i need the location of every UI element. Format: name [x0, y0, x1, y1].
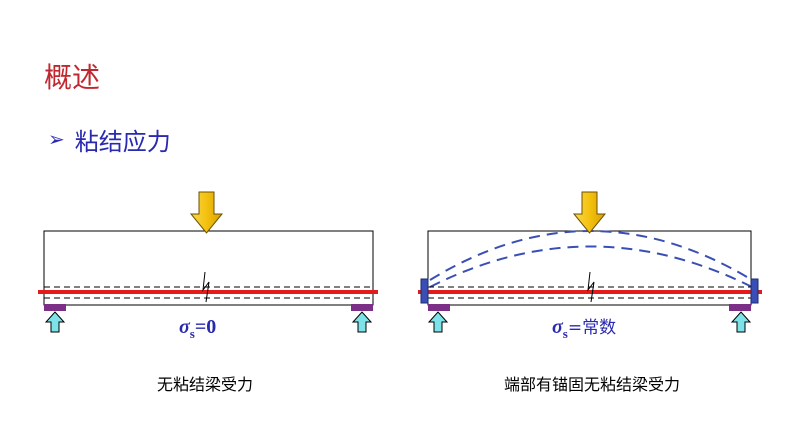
steel-stress-label: σs=0 [179, 316, 216, 341]
break-mark [202, 271, 210, 303]
steel-stress-label: σs=常数 [552, 316, 616, 341]
bullet-text: 粘结应力 [74, 127, 171, 156]
anchored-beam-figure: σs=常数 [418, 191, 762, 341]
support-arrow-left [427, 311, 449, 333]
support-arrow-left [44, 311, 66, 333]
support-arrow-right [351, 311, 373, 333]
anchor-plate-left [420, 278, 429, 304]
support-arrow-right [730, 311, 752, 333]
anchor-plate-right [750, 278, 759, 304]
support-pad-right [351, 304, 373, 311]
break-mark [587, 271, 595, 303]
arrow-right-icon: ➢ [48, 127, 65, 151]
page-title: 概述 [44, 61, 101, 94]
figure-caption-anchored: 端部有锚固无粘结梁受力 [503, 375, 681, 394]
arch-line-lower [429, 245, 753, 288]
load-arrow [189, 191, 224, 234]
figure-caption-unbonded: 无粘结梁受力 [156, 375, 254, 394]
support-pad-right [729, 304, 751, 311]
unbonded-beam-figure: σs=0 [38, 191, 378, 341]
support-pad-left [428, 304, 450, 311]
support-pad-left [44, 304, 66, 311]
bullet-item: ➢ 粘结应力 [48, 121, 171, 157]
load-arrow [572, 191, 607, 234]
